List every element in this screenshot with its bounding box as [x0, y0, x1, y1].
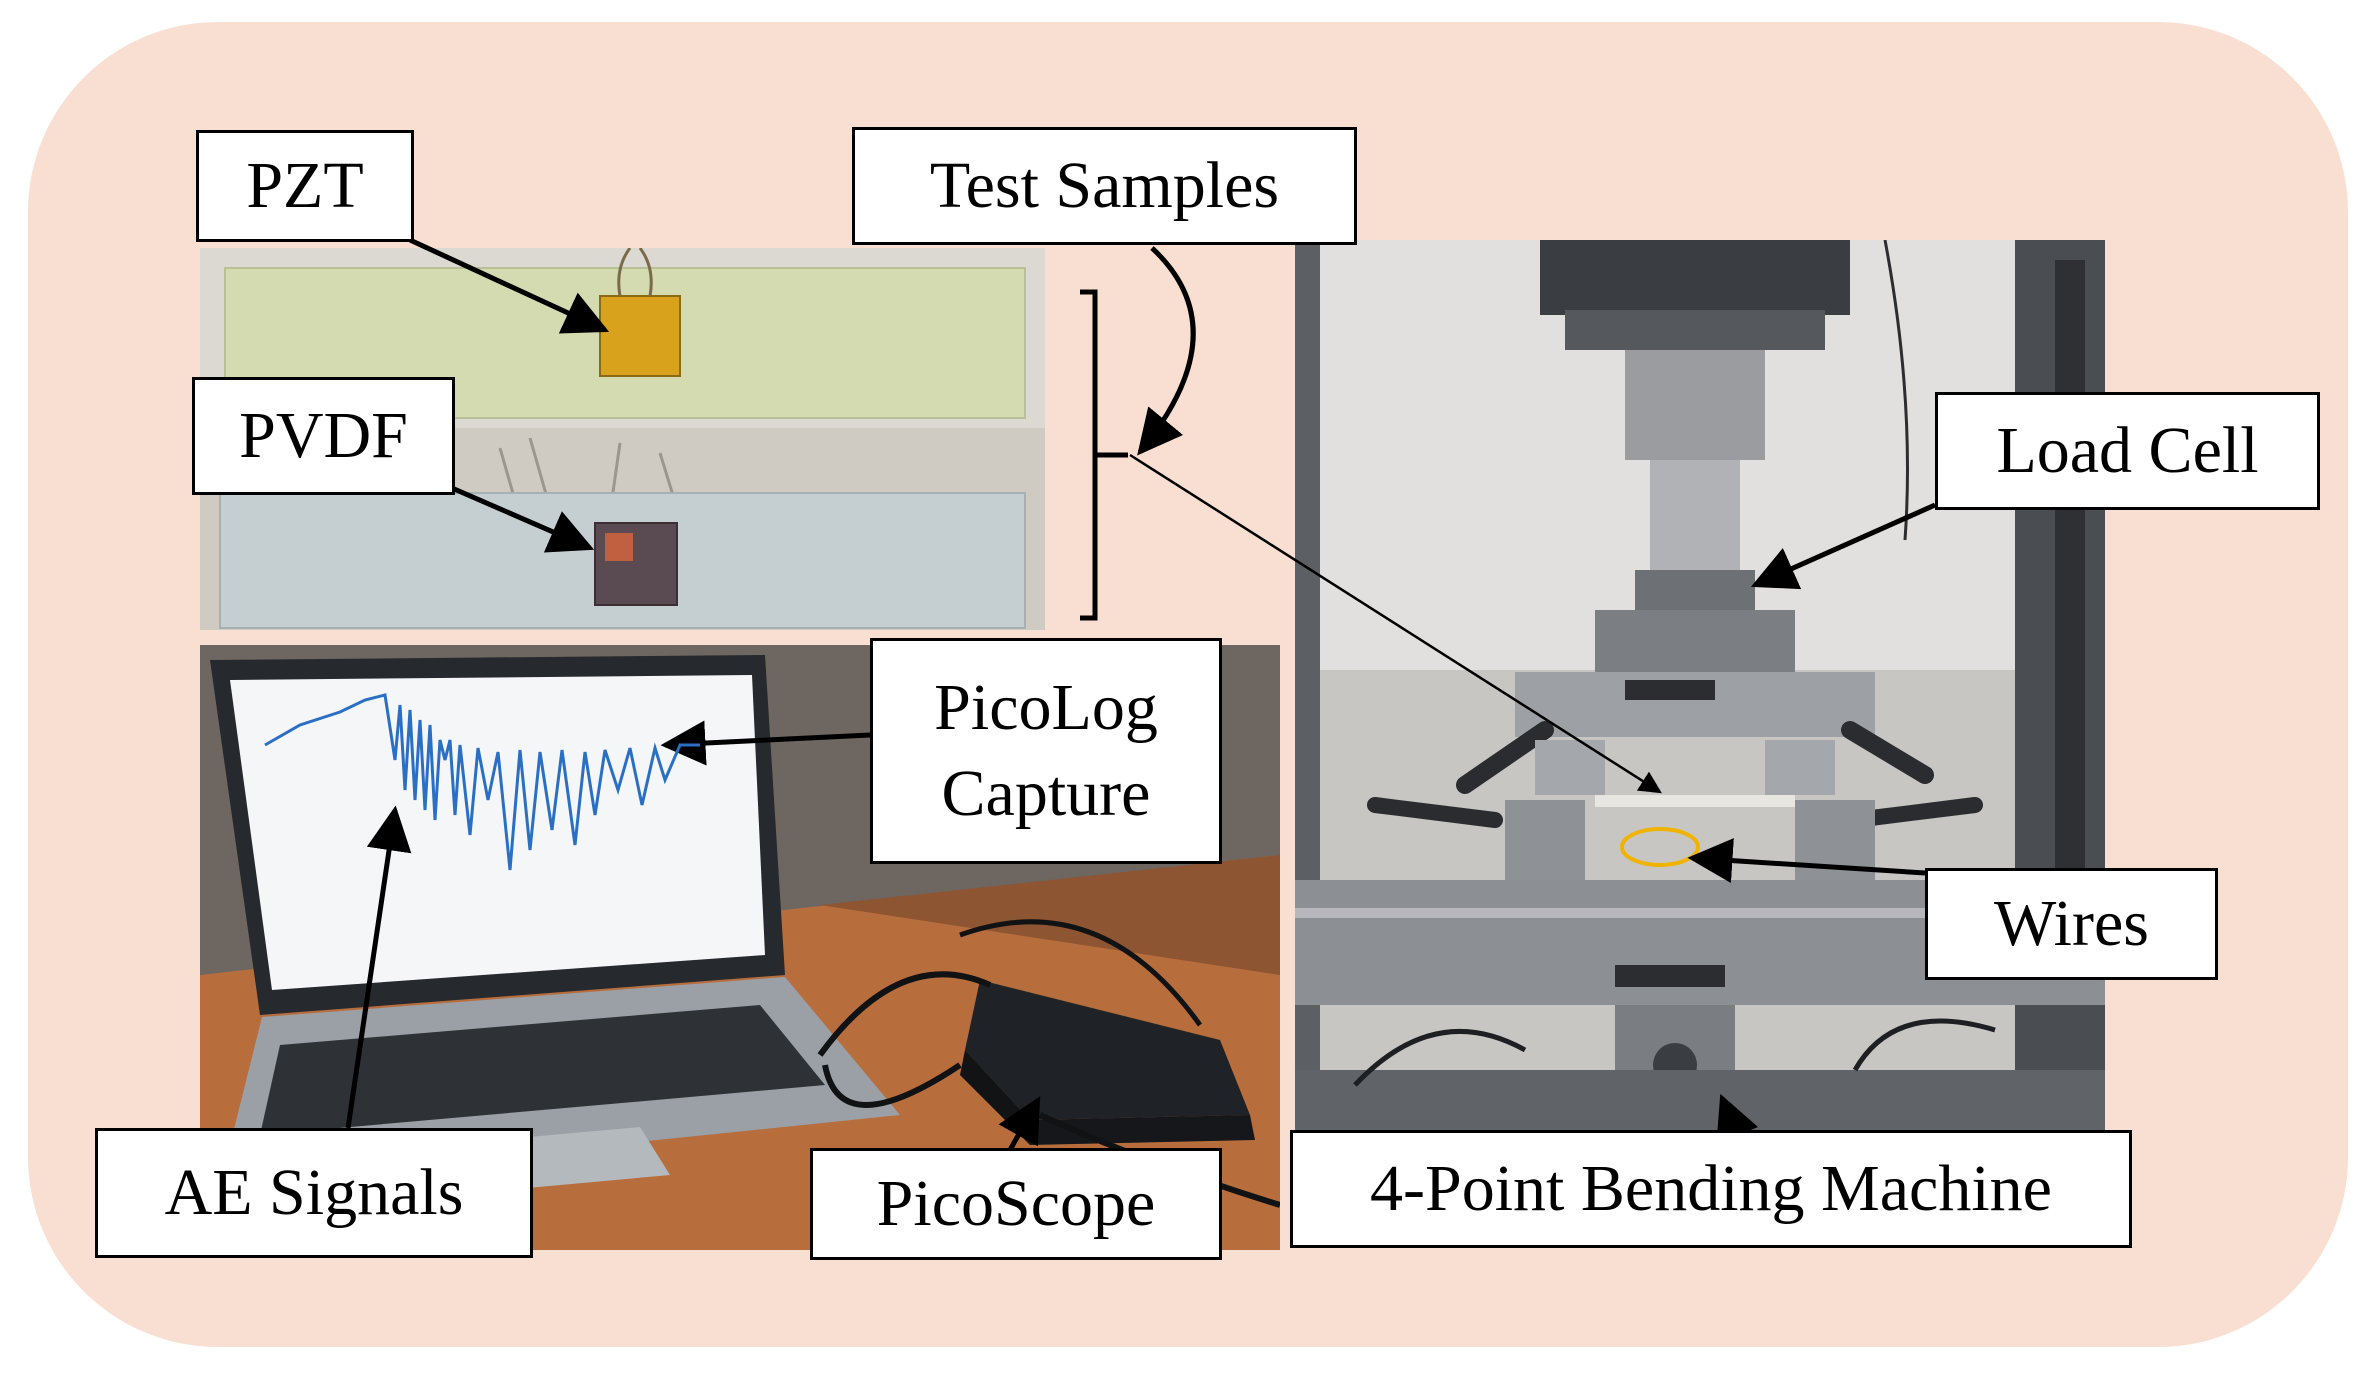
picolog-capture-label: PicoLog Capture	[870, 638, 1222, 864]
picolog-label-line1: PicoLog	[934, 671, 1158, 745]
pzt-patch	[599, 295, 681, 377]
test-samples-label: Test Samples	[852, 127, 1357, 245]
load-cell-label: Load Cell	[1935, 392, 2320, 510]
load-cell	[1595, 610, 1795, 680]
laptop-screen	[230, 675, 765, 990]
bending-machine-photo	[1295, 240, 2105, 1130]
wires-label: Wires	[1925, 868, 2218, 980]
picoscope-label: PicoScope	[810, 1148, 1222, 1260]
picolog-label-line2: Capture	[941, 757, 1151, 830]
test-sample-in-fixture	[1595, 795, 1795, 807]
pvdf-label: PVDF	[192, 377, 455, 495]
ae-signals-label: AE Signals	[95, 1128, 533, 1258]
bending-machine-label: 4-Point Bending Machine	[1290, 1130, 2132, 1248]
pzt-label: PZT	[196, 130, 414, 242]
